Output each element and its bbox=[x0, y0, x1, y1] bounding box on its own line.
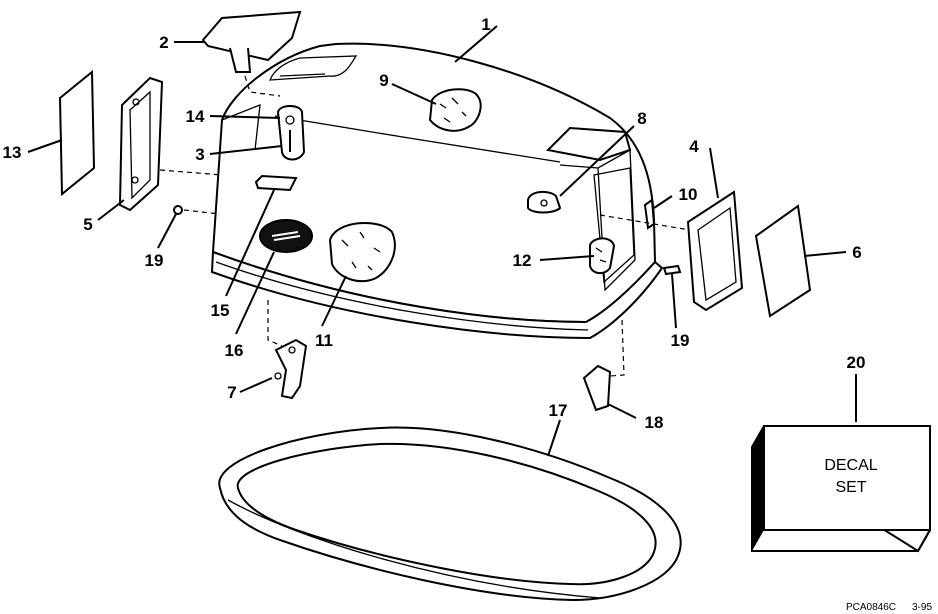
leader-7 bbox=[239, 377, 273, 393]
callout-14: 14 bbox=[186, 107, 205, 126]
leader-16 bbox=[235, 251, 275, 335]
leader-1 bbox=[454, 25, 498, 63]
leader-8 bbox=[559, 125, 635, 197]
decal-box-line2: SET bbox=[835, 479, 866, 496]
part-10 bbox=[599, 198, 691, 231]
drawing-code: PCA0846C bbox=[846, 602, 896, 613]
callout-8: 8 bbox=[637, 109, 646, 128]
callout-17: 17 bbox=[549, 401, 568, 420]
leader-18 bbox=[607, 403, 637, 419]
right-plate-part bbox=[754, 204, 812, 318]
drawing-date: 3-95 bbox=[912, 602, 932, 613]
latch-part bbox=[276, 105, 306, 161]
callout-1: 1 bbox=[481, 15, 490, 34]
callout-11: 11 bbox=[315, 331, 333, 350]
left-frame-part bbox=[118, 76, 223, 212]
emblem-16-part bbox=[259, 219, 313, 253]
decal-12-part bbox=[589, 237, 616, 274]
leader-11 bbox=[321, 275, 347, 327]
decal-box-line1: DECAL bbox=[824, 457, 877, 474]
callout-15: 15 bbox=[211, 301, 230, 320]
top-pad-part bbox=[201, 10, 302, 97]
callout-3: 3 bbox=[195, 145, 204, 164]
leader-lines bbox=[27, 25, 857, 457]
callout-7: 7 bbox=[227, 383, 236, 402]
callout-19-left: 19 bbox=[145, 251, 164, 270]
leader-12 bbox=[539, 255, 595, 261]
decal-set-box: DECAL SET bbox=[750, 425, 931, 553]
callout-13: 13 bbox=[3, 143, 22, 162]
callout-10: 10 bbox=[679, 185, 698, 204]
leader-15 bbox=[225, 189, 275, 297]
callout-6: 6 bbox=[852, 243, 861, 262]
leader-10 bbox=[653, 195, 673, 209]
screw-left-part bbox=[173, 205, 221, 215]
seal-ring-17-part bbox=[218, 426, 682, 602]
callout-20: 20 bbox=[847, 353, 866, 372]
leader-14 bbox=[209, 115, 281, 119]
bracket-7-part bbox=[267, 300, 308, 400]
callout-4: 4 bbox=[689, 137, 699, 156]
leader-3 bbox=[209, 145, 283, 155]
screw-right-part bbox=[662, 264, 682, 276]
callout-9: 9 bbox=[379, 71, 388, 90]
leader-5 bbox=[97, 199, 125, 221]
callout-5: 5 bbox=[83, 215, 92, 234]
leader-13 bbox=[27, 139, 63, 153]
leader-4 bbox=[709, 147, 719, 199]
leader-17 bbox=[547, 419, 561, 457]
callout-2: 2 bbox=[159, 33, 168, 52]
callout-16: 16 bbox=[225, 341, 244, 360]
leader-19b bbox=[671, 273, 677, 329]
callout-labels: 1 2 3 4 5 6 7 8 9 10 11 12 13 14 15 16 1… bbox=[3, 15, 866, 432]
right-frame-part bbox=[686, 190, 744, 312]
clip-15-part bbox=[254, 174, 298, 192]
callout-18: 18 bbox=[645, 413, 664, 432]
decal-11-part bbox=[328, 222, 396, 283]
decal-9-part bbox=[428, 88, 482, 132]
bracket-18-part bbox=[582, 319, 625, 412]
left-plate-part bbox=[58, 69, 96, 197]
callout-12: 12 bbox=[513, 251, 532, 270]
leader-6 bbox=[803, 251, 847, 257]
motor-cover-part bbox=[210, 42, 664, 340]
grommet-8-part bbox=[527, 190, 562, 214]
leader-9 bbox=[391, 83, 437, 105]
leader-19a bbox=[157, 213, 177, 249]
callout-19-right: 19 bbox=[671, 331, 690, 350]
